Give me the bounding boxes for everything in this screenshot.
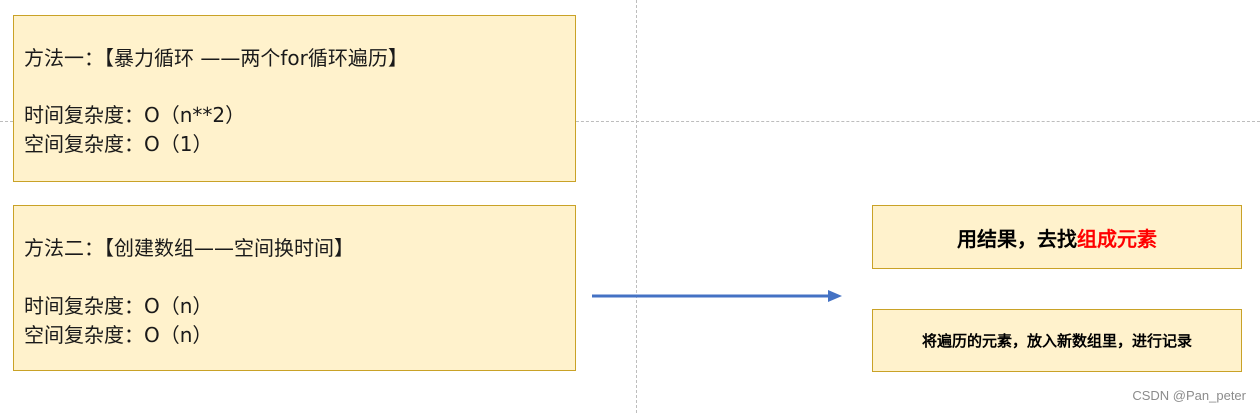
idea-highlight-text: 组成元素 — [1077, 226, 1157, 251]
method1-title: 方法一：【暴力循环 ——两个for循环遍历】 — [24, 46, 408, 70]
method2-title: 方法二：【创建数组——空间换时间】 — [24, 236, 354, 260]
arrow-right-icon — [592, 290, 842, 302]
method2-time-complexity: 时间复杂度：O（n） — [24, 294, 213, 318]
vertical-guide-line — [636, 0, 637, 413]
horizontal-guide-line — [0, 121, 1260, 122]
watermark: CSDN @Pan_peter — [1132, 388, 1246, 403]
method2-space-complexity: 空间复杂度：O（n） — [24, 323, 213, 347]
idea-text: 用结果，去找 — [957, 226, 1077, 251]
method1-box[interactable]: 方法一：【暴力循环 ——两个for循环遍历】 时间复杂度：O（n**2） 空间复… — [13, 15, 576, 182]
note-box[interactable]: 将遍历的元素，放入新数组里，进行记录 — [872, 309, 1242, 372]
note-text: 将遍历的元素，放入新数组里，进行记录 — [921, 332, 1192, 350]
idea-box[interactable]: 用结果，去找组成元素 — [872, 205, 1242, 269]
method2-box[interactable]: 方法二：【创建数组——空间换时间】 时间复杂度：O（n） 空间复杂度：O（n） — [13, 205, 576, 371]
method1-time-complexity: 时间复杂度：O（n**2） — [24, 103, 246, 127]
method1-space-complexity: 空间复杂度：O（1） — [24, 132, 213, 156]
